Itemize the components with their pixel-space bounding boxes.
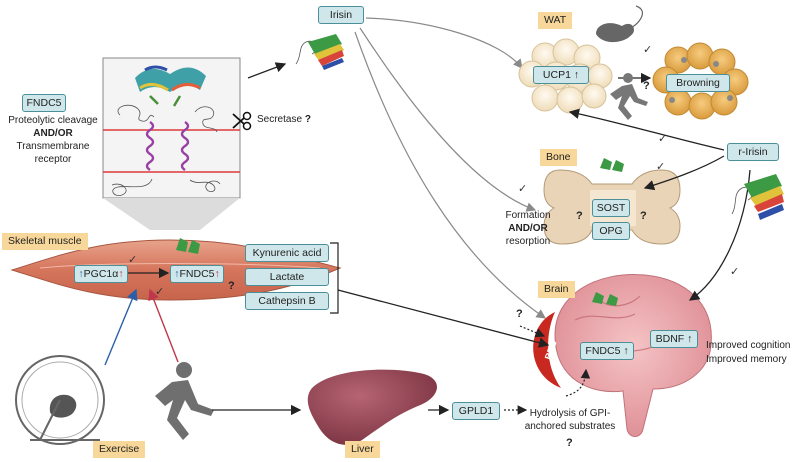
cleavage-and-or: AND/OR (33, 128, 73, 139)
hydrolysis-line2: anchored substrates (524, 421, 616, 432)
check-r-irisin-bone: ✓ (656, 161, 666, 173)
cathepsin-b-label: Cathepsin B (245, 292, 329, 310)
runner-icon (610, 73, 648, 120)
secretase-label: Secretase ? (257, 114, 311, 125)
irisin-label: Irisin (318, 6, 364, 24)
formation-label: Formation (505, 210, 551, 221)
liver-image (307, 369, 437, 445)
scissors-icon (232, 111, 252, 131)
brain-tag: Brain (538, 281, 575, 298)
improved-cognition: Improved cognition (706, 340, 791, 351)
fndc5-label: FNDC5 (22, 94, 66, 112)
liver-tag: Liver (345, 441, 380, 458)
resorption-label: resorption (505, 236, 551, 247)
cleavage-line3: receptor (34, 154, 72, 165)
ucp1-label: UCP1 ↑ (533, 66, 589, 84)
exercise-runner-icon (155, 362, 214, 440)
wat-tag: WAT (538, 12, 573, 29)
mouse-icon (596, 5, 644, 43)
question-brain: ? (516, 308, 523, 320)
question-liver: ? (566, 437, 573, 449)
skeletal-muscle-tag: Skeletal muscle (2, 233, 88, 250)
question-bone-left: ? (576, 210, 583, 222)
wheel-mouse-icon (15, 355, 105, 445)
r-irisin-label: r-Irisin (727, 143, 779, 161)
receptor-protein-icon (176, 158, 624, 306)
cleavage-line2: Transmembrane (16, 141, 90, 152)
bone-tag: Bone (540, 149, 577, 166)
sost-label: SOST (592, 199, 630, 217)
check-r-irisin-brain: ✓ (730, 266, 740, 278)
cleavage-line1: Proteolytic cleavage (8, 115, 98, 126)
browning-label: Browning (666, 74, 730, 92)
fndc5-brain-label: FNDC5 ↑ (580, 342, 634, 360)
improved-memory: Improved memory (706, 354, 787, 365)
check-muscle-2: ✓ (155, 286, 165, 298)
r-irisin-protein-icon (731, 174, 784, 220)
bdnf-label: BDNF ↑ (650, 330, 698, 348)
formation-and-or: AND/OR (508, 223, 548, 234)
check-muscle-1: ✓ (128, 254, 138, 266)
irisin-protein-icon (295, 34, 344, 70)
check-wat-mouse: ✓ (643, 44, 653, 56)
check-r-irisin-wat: ✓ (658, 133, 668, 145)
question-muscle: ? (228, 280, 235, 292)
browning-fat-cells (652, 42, 749, 120)
lactate-label: Lactate (245, 268, 329, 286)
check-irisin-bone: ✓ (518, 183, 528, 195)
hydrolysis-line1: Hydrolysis of GPI- (529, 408, 611, 419)
pgc1a-label: ↑PGC1α↑ (74, 265, 128, 283)
question-wat: ? (643, 80, 650, 92)
fndc5-dimer-structure (135, 65, 206, 107)
exercise-tag: Exercise (93, 441, 146, 458)
opg-label: OPG (592, 222, 630, 240)
question-bone-right: ? (640, 210, 647, 222)
kynurenic-acid-label: Kynurenic acid (245, 244, 329, 262)
fndc5-muscle-label: ↑FNDC5↑ (170, 265, 224, 283)
membrane-inset (102, 57, 241, 230)
gpld1-label: GPLD1 (452, 402, 500, 420)
